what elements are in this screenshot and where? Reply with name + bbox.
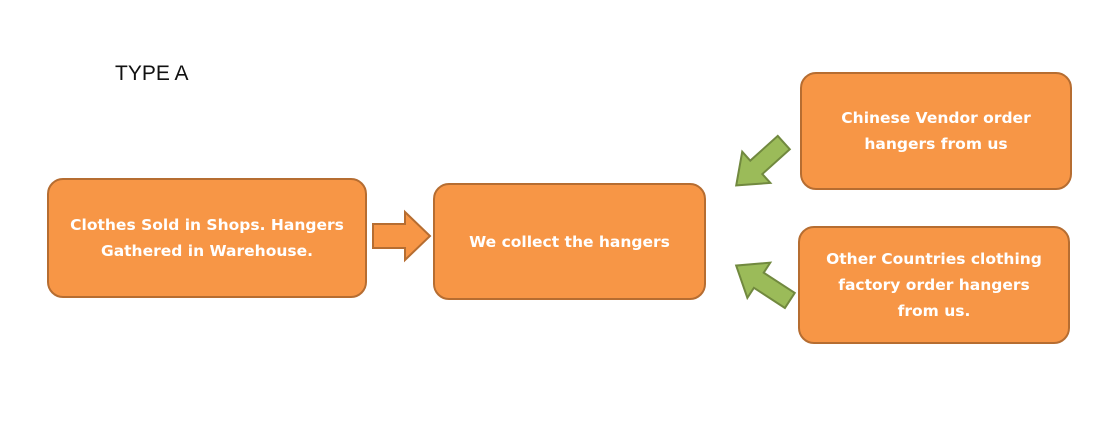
node-label: Chinese Vendor order hangers from us [841, 109, 1031, 153]
arrow-up-left-icon [734, 261, 797, 310]
node-clothes-sold: Clothes Sold in Shops. Hangers Gathered … [47, 178, 367, 298]
diagram-title: TYPE A [115, 62, 189, 85]
node-label: Clothes Sold in Shops. Hangers Gathered … [70, 216, 344, 260]
node-other-countries: Other Countries clothing factory order h… [798, 226, 1070, 344]
node-label: We collect the hangers [469, 232, 670, 251]
node-chinese-vendor: Chinese Vendor order hangers from us [800, 72, 1072, 190]
arrow-down-left-icon [735, 134, 792, 187]
arrow-right-icon [372, 209, 432, 263]
node-we-collect: We collect the hangers [433, 183, 706, 300]
node-label: Other Countries clothing factory order h… [826, 250, 1042, 320]
